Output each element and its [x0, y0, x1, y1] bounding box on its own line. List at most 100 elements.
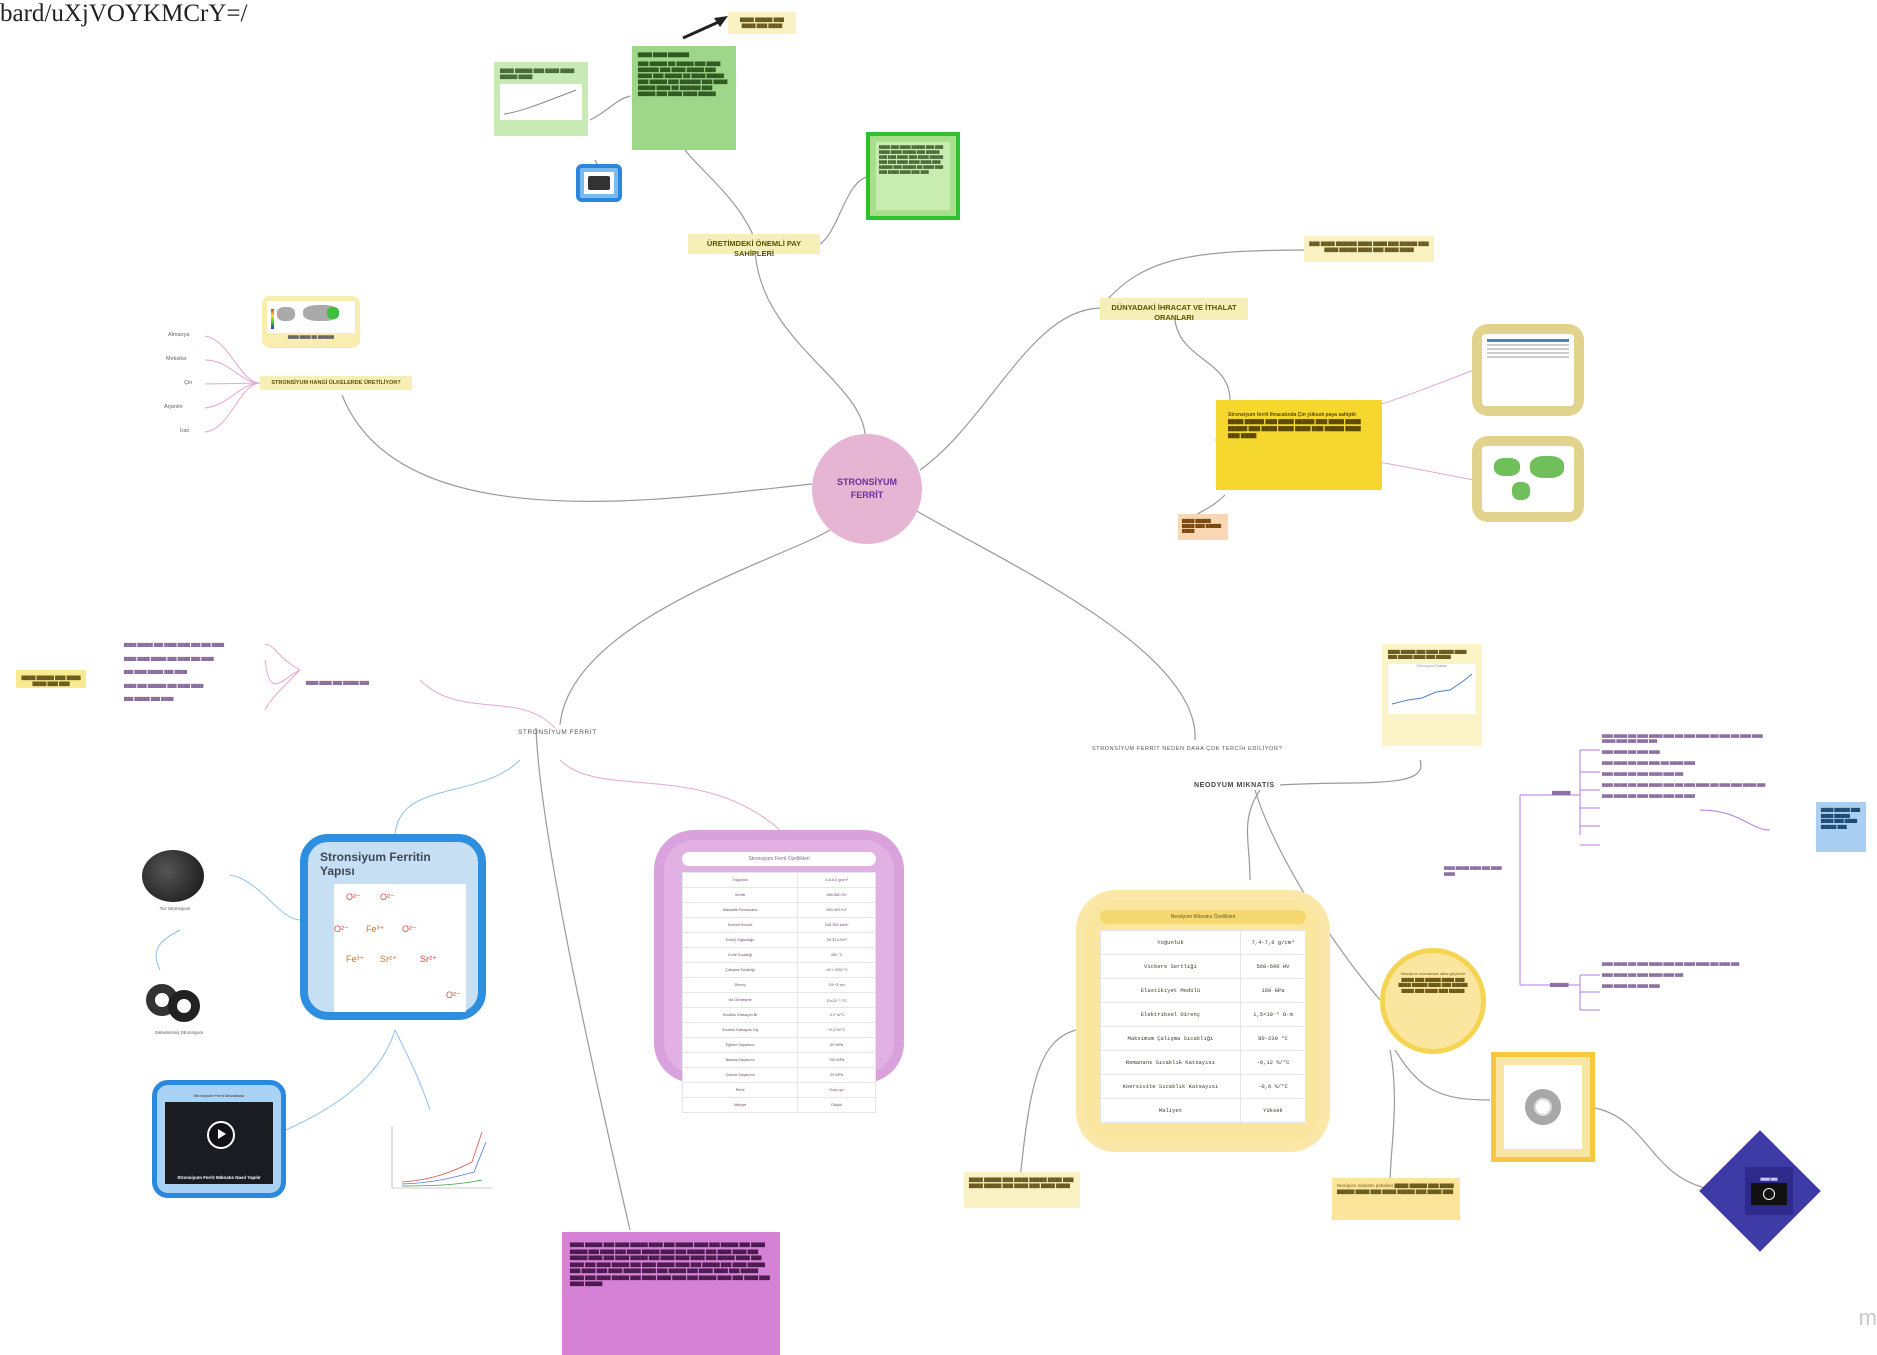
- neodymium-advantages-label: ▇▇▇▇▇▇: [1552, 790, 1571, 795]
- neodymium-bottom-left-note[interactable]: ▇▇▇▇ ▇▇▇▇▇ ▇▇▇ ▇▇▇▇ ▇▇▇▇▇ ▇▇▇▇ ▇▇▇ ▇▇▇▇ …: [964, 1172, 1080, 1208]
- diamond-video-frame[interactable]: ▇▇▇▇ ▇▇▇: [1745, 1167, 1793, 1215]
- arrow-target-note[interactable]: ▇▇▇▇ ▇▇▇▇▇ ▇▇▇ ▇▇▇▇ ▇▇▇ ▇▇▇▇: [728, 12, 796, 34]
- ion-3: O²⁻: [334, 924, 349, 934]
- neodymium-advantages-list: ▇▇▇▇ ▇▇▇▇▇ ▇▇▇ ▇▇▇▇ ▇▇▇▇▇ ▇▇▇▇ ▇▇▇ ▇▇▇▇ …: [1602, 734, 1766, 798]
- logo-watermark: m: [1858, 1305, 1877, 1330]
- video-card[interactable]: Stronsiyum Ferrit Mıknatıslar Stronsiyum…: [152, 1080, 286, 1198]
- strontium-table-property-cell: Sertlik: [681, 887, 799, 903]
- strontium-table-property-cell: Sıcaklık Katsayısı Hcj: [681, 1022, 799, 1038]
- central-topic-node[interactable]: STRONSİYUM FERRİT: [812, 434, 922, 544]
- strontium-properties-header: Stronsiyum Ferrit Özellikleri: [682, 852, 876, 866]
- country-item-2[interactable]: Meksika: [166, 356, 187, 362]
- strontium-table-property-cell: Direnç: [681, 977, 799, 993]
- neodymium-subbranch-text: ▇▇▇▇ ▇▇▇▇▇ ▇▇▇▇ ▇▇▇ ▇▇▇▇ ▇▇▇▇: [1444, 866, 1502, 876]
- orange-small-note[interactable]: ▇▇▇▇ ▇▇▇▇▇ ▇▇▇▇ ▇▇▇ ▇▇▇▇▇ ▇▇▇▇: [1178, 514, 1228, 540]
- branch-industry[interactable]: ÜRETİMDEKİ ÖNEMLİ PAY SAHİPLERİ: [688, 234, 820, 258]
- left-subbranch-label: ▇▇▇▇ ▇▇▇▇ ▇▇▇ ▇▇▇▇▇ ▇▇▇: [306, 680, 369, 685]
- trade-table-image: [1482, 334, 1574, 406]
- strontium-table-property-cell: Çalışma Sıcaklığı: [681, 962, 799, 978]
- neodymium-table-property-cell: Elastikiyet Modülü: [1100, 978, 1241, 1003]
- neodymium-table-value-cell: -0,12 %/°C: [1239, 1050, 1307, 1075]
- branch-where-produced[interactable]: STRONSİYUM HANGİ ÜLKELERDE ÜRETİLİYOR?: [260, 376, 412, 390]
- neodymium-table-value-cell: 560-600 HV: [1239, 954, 1307, 979]
- strontium-table-property-cell: Enerji Yoğunluğu: [681, 932, 799, 948]
- play-icon[interactable]: [1763, 1188, 1775, 1200]
- ferrite-structure-card[interactable]: Stronsiyum Ferritin Yapısı O²⁻ O²⁻ O²⁻ F…: [300, 834, 486, 1020]
- powder-label: Toz Stronsiyum: [159, 906, 191, 911]
- strontium-table-value-cell: 26-33 kJ/m³: [797, 932, 876, 948]
- hysteresis-graph-image[interactable]: [382, 1122, 498, 1194]
- country-item-1[interactable]: Almanya: [168, 332, 190, 338]
- neodymium-table-row: Koersivite Sıcaklık Katsayısı-0,6 %/°C: [1100, 1074, 1307, 1099]
- ion-diagram: O²⁻ O²⁻ O²⁻ Fe³⁺ O²⁻ Fe³⁺ Sr²⁺ Sr²⁺ O²⁻: [334, 884, 466, 1012]
- play-icon[interactable]: [207, 1121, 235, 1150]
- ion-4: Fe³⁺: [366, 924, 385, 934]
- ion-1: O²⁻: [346, 892, 361, 902]
- strontium-table-value-cell: 50 MPa: [797, 1037, 876, 1053]
- branch-importexport[interactable]: DÜNYADAKİ İHRACAT VE İTHALAT ORANLARI: [1100, 298, 1248, 322]
- video-caption: Stronsiyum Ferrit Mıknatıs Nasıl Yapılır: [177, 1175, 261, 1180]
- powder-image[interactable]: [142, 850, 204, 902]
- branch-neodymium[interactable]: NEODYUM MIKNATIS: [1194, 782, 1275, 789]
- branch-strontium-ferrite[interactable]: STRONSİYUM FERRİT: [518, 729, 597, 736]
- neodymium-circle-note[interactable]: Neodyum mıknatıslar daha güçlüdür ▇▇▇▇ ▇…: [1380, 948, 1486, 1054]
- chart-thumbnail: [500, 84, 582, 120]
- strontium-table-property-cell: Çekme Dayanımı: [681, 1067, 799, 1083]
- purple-text-note[interactable]: ▇▇▇▇ ▇▇▇▇▇ ▇▇▇ ▇▇▇▇ ▇▇▇▇▇ ▇▇▇▇ ▇▇▇ ▇▇▇▇▇…: [562, 1232, 780, 1355]
- neodymium-table-value-cell: 80-230 °C: [1239, 1026, 1307, 1051]
- green-bordered-note[interactable]: ▇▇▇▇ ▇▇▇ ▇▇▇▇ ▇▇▇▇▇ ▇▇▇ ▇▇▇ ▇▇▇▇ ▇▇▇▇ ▇▇…: [866, 132, 960, 220]
- world-map-card[interactable]: ▇▇▇▇ ▇▇▇▇ ▇▇ ▇▇▇▇▇▇: [262, 296, 360, 348]
- price-chart-card[interactable]: ▇▇▇▇ ▇▇▇▇▇ ▇▇▇ ▇▇▇▇ ▇▇▇▇▇ ▇▇▇▇ ▇▇▇ ▇▇▇▇▇…: [1382, 644, 1482, 746]
- neodymium-table-value-cell: -0,6 %/°C: [1239, 1074, 1307, 1099]
- trade-map-image-card[interactable]: [1472, 436, 1584, 522]
- country-item-3[interactable]: Çin: [184, 380, 193, 386]
- trade-map-image: [1482, 446, 1574, 512]
- device-image-card[interactable]: [576, 164, 622, 202]
- strontium-table-value-cell: -40 / +250 °C: [797, 962, 876, 978]
- strontium-table-value-cell: Düşük: [797, 1097, 876, 1113]
- neodymium-table-property-cell: Vickers Sertliği: [1100, 954, 1241, 979]
- world-map-image: [267, 301, 355, 333]
- country-item-5[interactable]: İran: [180, 428, 190, 434]
- neodymium-table-property-cell: Remanans Sıcaklık Katsayısı: [1100, 1050, 1241, 1075]
- ring-magnets-image[interactable]: [146, 980, 202, 1022]
- video-thumbnail[interactable]: Stronsiyum Ferrit Mıknatıs Nasıl Yapılır: [165, 1102, 273, 1184]
- country-item-4[interactable]: Arjantin: [164, 404, 183, 410]
- branch-importexport-label: DÜNYADAKİ İHRACAT VE İTHALAT ORANLARI: [1111, 303, 1237, 322]
- blue-sticky-note[interactable]: ▇▇▇▇ ▇▇▇▇▇ ▇▇▇ ▇▇▇▇ ▇▇▇▇▇ ▇▇▇▇ ▇▇▇ ▇▇▇▇ …: [1816, 802, 1866, 852]
- strontium-table-property-cell: Yoğunluk: [681, 872, 799, 888]
- neodymium-table-property-cell: Yoğunluk: [1100, 930, 1241, 955]
- neodymium-magnet-image: [1504, 1065, 1582, 1149]
- neodymium-bottom-note[interactable]: Neodyum mıknatıs pahalıdır ▇▇▇▇ ▇▇▇▇▇ ▇▇…: [1332, 1178, 1460, 1220]
- strontium-table-property-cell: Renk: [681, 1082, 799, 1098]
- strontium-table-property-cell: Sıcaklık Katsayısı Br: [681, 1007, 799, 1023]
- importexport-note[interactable]: ▇▇▇ ▇▇▇▇ ▇▇▇▇▇▇ ▇▇▇▇ ▇▇▇▇ ▇▇▇ ▇▇▇▇▇ ▇▇▇ …: [1304, 236, 1434, 262]
- neodymium-table-property-cell: Elektriksel Direnç: [1100, 1002, 1241, 1027]
- yellow-sticky-note[interactable]: Stronsiyum ferrit ihracatında Çin yüksek…: [1216, 400, 1382, 490]
- ion-5: O²⁻: [402, 924, 417, 934]
- lightgreen-sticky-note[interactable]: ▇▇▇▇ ▇▇▇▇▇ ▇▇▇ ▇▇▇▇ ▇▇▇▇ ▇▇▇▇▇ ▇▇▇▇: [494, 62, 588, 136]
- strontium-table-property-cell: Koersif Kuvvet: [681, 917, 799, 933]
- green-sticky-note[interactable]: ▇▇▇▇ ▇▇▇▇ ▇▇▇▇▇▇▇▇▇ ▇▇▇▇▇ ▇▇ ▇▇▇▇▇ ▇▇▇ ▇…: [632, 46, 736, 150]
- hysteresis-graph: [391, 1126, 492, 1189]
- neodymium-magnet-card[interactable]: [1491, 1052, 1595, 1162]
- branch-where-produced-label: STRONSİYUM HANGİ ÜLKELERDE ÜRETİLİYOR?: [271, 380, 401, 386]
- left-yellow-note[interactable]: ▇▇▇▇ ▇▇▇▇▇ ▇▇▇ ▇▇▇▇ ▇▇▇▇ ▇▇▇ ▇▇▇: [16, 670, 86, 688]
- branch-why-preferred[interactable]: STRONSİYUM FERRİT NEDEN DAHA ÇOK TERCİH …: [1092, 746, 1283, 752]
- neodymium-table-value-cell: 1,5×10⁻⁶ Ω·m: [1239, 1002, 1307, 1027]
- trade-table-image-card[interactable]: [1472, 324, 1584, 416]
- strontium-table-value-cell: 4,8-5,0 g/cm³: [797, 872, 876, 888]
